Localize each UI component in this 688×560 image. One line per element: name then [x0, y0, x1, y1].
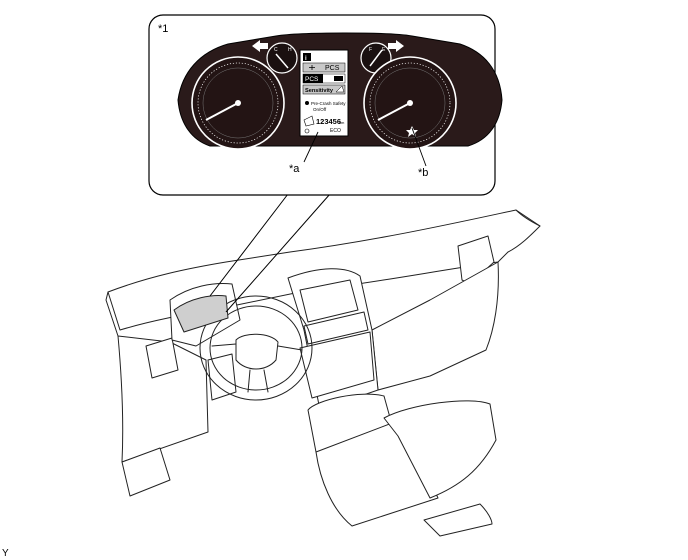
callout-leaders — [303, 127, 427, 167]
odometer-value: 123456 — [316, 117, 341, 126]
display-label: *a — [289, 163, 300, 175]
tachometer-gauge — [191, 56, 285, 150]
instrument-cluster: C H F E — [177, 32, 503, 150]
pcs-header: PCS — [325, 65, 340, 72]
svg-text:H: H — [288, 47, 292, 53]
svg-text:E: E — [382, 47, 386, 53]
pcs-message-state: On/Off — [313, 107, 327, 112]
gauge-label: *b — [418, 167, 428, 179]
speedometer-gauge — [363, 56, 457, 150]
right-turn-arrow-icon — [388, 40, 404, 52]
sensitivity-icon — [335, 85, 345, 93]
dashboard-drawing — [105, 209, 541, 537]
sensitivity-item: Sensitivity — [305, 88, 334, 94]
svg-text:F: F — [369, 47, 372, 53]
multi-information-display: i PCS PCS Sensitivity Pre-Crash Safety O… — [299, 49, 349, 137]
pcs-item: PCS — [305, 76, 319, 83]
svg-text:i: i — [305, 56, 307, 62]
pcs-message: Pre-Crash Safety — [311, 101, 346, 106]
odometer-icon — [303, 115, 315, 127]
temperature-gauge: C H — [266, 42, 298, 74]
left-turn-arrow-icon — [252, 40, 268, 52]
eco-indicator: ECO — [330, 128, 341, 134]
indicator-lamp-icon — [406, 126, 418, 137]
svg-text:C: C — [274, 47, 278, 53]
inset-label: *1 — [158, 23, 168, 35]
corner-code: Y — [2, 548, 9, 559]
leader-lines — [209, 193, 331, 313]
pcs-icon — [309, 65, 315, 70]
odometer-unit: km — [339, 120, 345, 125]
